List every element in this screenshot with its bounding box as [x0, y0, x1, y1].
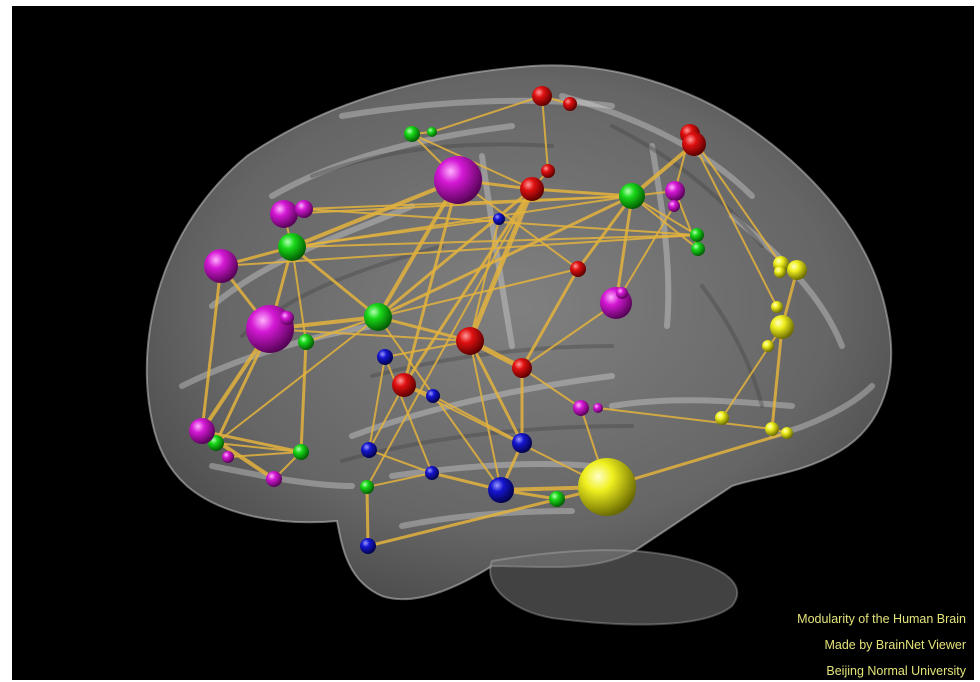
node-yellow-sphere: [715, 411, 729, 425]
node-magenta-sphere: [295, 200, 313, 218]
node-green-sphere: [691, 242, 705, 256]
node-red-sphere: [520, 177, 544, 201]
node-green-sphere: [427, 127, 437, 137]
node-red-sphere: [532, 86, 552, 106]
node-yellow-sphere: [765, 422, 779, 436]
node-yellow-sphere: [770, 315, 794, 339]
node-magenta-sphere: [280, 311, 294, 325]
node-red-sphere: [392, 373, 416, 397]
node-red-sphere: [512, 358, 532, 378]
node-blue-sphere: [361, 442, 377, 458]
node-magenta-sphere: [204, 249, 238, 283]
node-yellow-sphere: [787, 260, 807, 280]
node-red-sphere: [541, 164, 555, 178]
caption-tool: Made by BrainNet Viewer: [824, 638, 966, 652]
connection-edge: [367, 487, 368, 546]
node-magenta-sphere: [593, 403, 603, 413]
node-red-sphere: [682, 132, 706, 156]
node-magenta-sphere: [222, 451, 234, 463]
node-yellow-sphere: [781, 427, 793, 439]
node-red-sphere: [563, 97, 577, 111]
node-green-sphere: [293, 444, 309, 460]
brain-render-viewport: Modularity of the Human Brain Made by Br…: [12, 6, 974, 680]
node-blue-sphere: [360, 538, 376, 554]
node-green-sphere: [690, 228, 704, 242]
node-yellow-sphere: [771, 301, 783, 313]
node-blue-sphere: [425, 466, 439, 480]
node-green-sphere: [298, 334, 314, 350]
node-magenta-sphere: [266, 471, 282, 487]
node-red-sphere: [456, 327, 484, 355]
node-green-sphere: [278, 233, 306, 261]
caption-institution: Beijing Normal University: [826, 664, 966, 678]
node-magenta-sphere: [270, 200, 298, 228]
node-green-sphere: [404, 126, 420, 142]
cerebellum: [490, 550, 737, 624]
node-blue-sphere: [377, 349, 393, 365]
node-blue-sphere: [493, 213, 505, 225]
node-green-sphere: [364, 303, 392, 331]
node-magenta-sphere: [616, 287, 628, 299]
brain-network-scene: [12, 6, 974, 680]
node-yellow-sphere: [762, 340, 774, 352]
caption-title: Modularity of the Human Brain: [797, 612, 966, 626]
node-red-sphere: [570, 261, 586, 277]
node-magenta-sphere: [434, 156, 482, 204]
node-magenta-sphere: [668, 200, 680, 212]
node-magenta-sphere: [665, 181, 685, 201]
node-magenta-sphere: [573, 400, 589, 416]
node-yellow-sphere: [774, 266, 786, 278]
node-magenta-sphere: [189, 418, 215, 444]
node-green-sphere: [619, 183, 645, 209]
node-blue-sphere: [512, 433, 532, 453]
node-blue-sphere: [426, 389, 440, 403]
node-green-sphere: [549, 491, 565, 507]
node-blue-sphere: [488, 477, 514, 503]
node-yellow-sphere: [578, 458, 636, 516]
node-green-sphere: [360, 480, 374, 494]
